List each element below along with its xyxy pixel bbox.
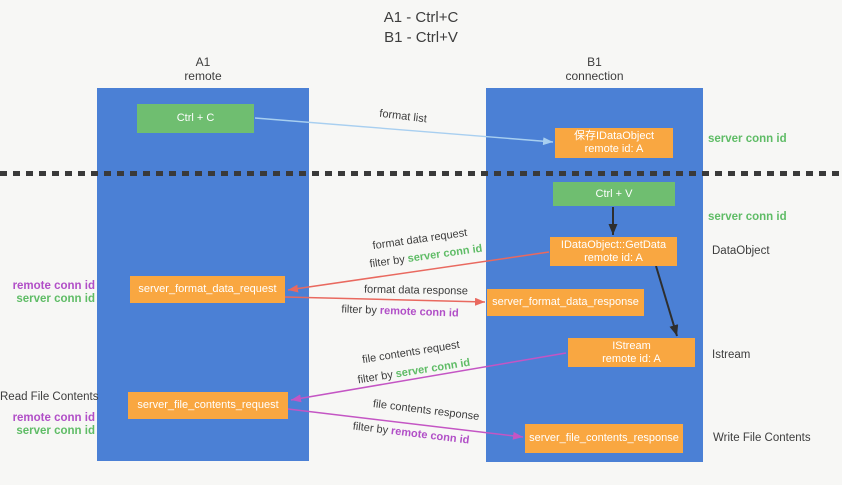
label-read-file-contents: Read File Contents xyxy=(0,391,99,403)
label-remote-conn-id-left-1: remote conn id xyxy=(12,280,95,292)
node-istream: IStream remote id: A xyxy=(568,338,695,367)
node-istream-line1: IStream xyxy=(612,339,651,352)
filter-by-prefix: filter by xyxy=(352,420,389,437)
node-ctrl-c-label: Ctrl + C xyxy=(176,112,215,124)
filter-by-prefix: filter by xyxy=(356,368,394,387)
node-server-format-data-response-label: server_format_data_response xyxy=(492,296,639,308)
node-idataobject-getdata-line2: remote id: A xyxy=(584,251,643,264)
lane-a1-role: remote xyxy=(184,69,222,83)
node-server-file-contents-response-label: server_file_contents_response xyxy=(529,432,679,444)
node-server-file-contents-request: server_file_contents_request xyxy=(128,392,288,419)
lane-b1-role: connection xyxy=(565,69,624,83)
label-format-data-response: format data response xyxy=(363,283,469,298)
node-server-format-data-request: server_format_data_request xyxy=(130,276,285,303)
title-line-2: B1 - Ctrl+V xyxy=(384,29,458,46)
node-ctrl-c: Ctrl + C xyxy=(137,104,254,133)
node-save-idataobject-line2: remote id: A xyxy=(584,143,644,155)
node-server-format-data-response: server_format_data_response xyxy=(487,289,644,316)
title-line-1: A1 - Ctrl+C xyxy=(383,9,459,26)
node-idataobject-getdata: IDataObject::GetData remote id: A xyxy=(550,237,677,266)
lane-b1-header: B1 connection xyxy=(486,55,703,83)
node-idataobject-getdata-line1: IDataObject::GetData xyxy=(560,238,667,251)
filter-key-remote-conn-id: remote conn id xyxy=(390,425,471,447)
lane-b1-name: B1 xyxy=(587,55,602,69)
label-file-contents-response: file contents response xyxy=(372,398,480,423)
filter-by-prefix: filter by xyxy=(368,253,406,271)
node-save-idataobject: 保存IDataObject remote id: A xyxy=(555,128,673,158)
diagram-title: A1 - Ctrl+C B1 - Ctrl+V xyxy=(0,8,842,48)
node-server-file-contents-response: server_file_contents_response xyxy=(525,424,683,453)
label-server-conn-id-mid-right: server conn id xyxy=(708,211,787,223)
label-server-conn-id-left-1: server conn id xyxy=(16,293,95,305)
label-write-file-contents: Write File Contents xyxy=(713,432,811,444)
node-server-format-data-request-label: server_format_data_request xyxy=(138,283,277,295)
node-ctrl-v-label: Ctrl + V xyxy=(595,187,633,200)
label-remote-conn-id-left-2: remote conn id xyxy=(12,412,95,424)
filter-by-prefix: filter by xyxy=(341,303,378,317)
node-save-idataobject-line1: 保存IDataObject xyxy=(573,130,655,142)
node-ctrl-v: Ctrl + V xyxy=(553,182,675,206)
label-server-conn-id-top-right: server conn id xyxy=(708,133,787,145)
session-divider-dotted-line xyxy=(0,171,842,176)
label-format-list: format list xyxy=(378,107,428,126)
node-istream-line2: remote id: A xyxy=(602,352,661,365)
lane-a1-header: A1 remote xyxy=(97,55,309,83)
lane-a1-name: A1 xyxy=(195,55,211,69)
label-server-conn-id-left-2: server conn id xyxy=(16,425,95,437)
label-istream: Istream xyxy=(712,349,751,361)
label-dataobject: DataObject xyxy=(712,245,770,257)
node-server-file-contents-request-label: server_file_contents_request xyxy=(137,399,279,411)
filter-key-remote-conn-id: remote conn id xyxy=(379,304,459,320)
